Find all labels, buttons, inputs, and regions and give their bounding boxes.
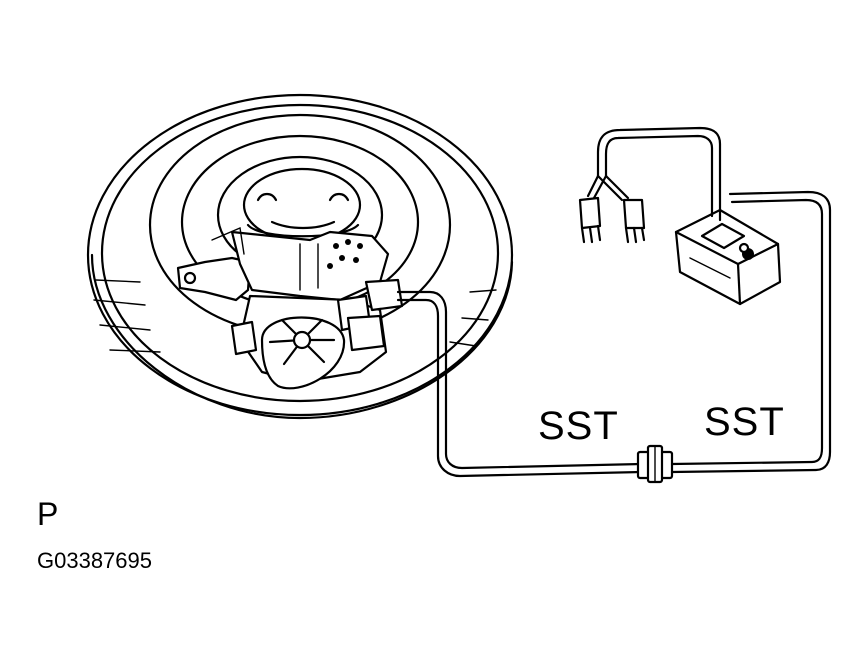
sst-label-right: SST (704, 400, 785, 444)
sst-cable-right (670, 190, 832, 474)
cable-connector (636, 444, 674, 484)
test-clip-left (578, 196, 602, 244)
test-clip-right (622, 198, 646, 244)
tester-lead-wires (586, 126, 722, 222)
view-letter: P (37, 496, 59, 532)
sst-label-left: SST (538, 404, 619, 448)
figure-code: G03387695 (37, 548, 152, 573)
sst-cable-left (396, 290, 642, 478)
spare-tire (86, 93, 514, 420)
tire-pressure-sensor-assembly (176, 227, 404, 390)
sst-tester-box (674, 208, 782, 306)
